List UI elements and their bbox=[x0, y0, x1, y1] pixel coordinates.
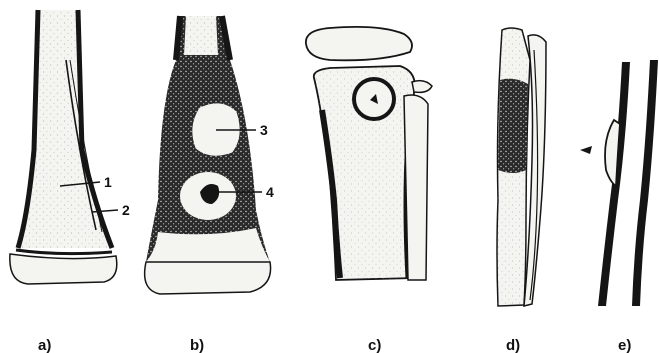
panel-b-epiphysis bbox=[145, 262, 271, 294]
callout-1-label: 1 bbox=[104, 174, 112, 190]
callout-2-label: 2 bbox=[122, 202, 130, 218]
callout-4-label: 4 bbox=[266, 184, 274, 200]
panel-b-label: b) bbox=[190, 337, 204, 353]
panel-d: d) bbox=[497, 28, 546, 353]
panel-a-label: a) bbox=[38, 337, 51, 353]
panel-e-arrow-mark bbox=[580, 146, 592, 154]
panel-e-label: e) bbox=[618, 337, 631, 353]
panel-a-growth-plate bbox=[16, 250, 112, 254]
panel-b: 3 4 b) bbox=[145, 16, 274, 353]
panel-c-label: c) bbox=[368, 337, 381, 353]
panel-d-label: d) bbox=[506, 337, 520, 353]
panel-a-epiphysis bbox=[10, 254, 117, 284]
panel-a: 1 2 a) bbox=[10, 10, 130, 353]
panel-c-carpal-bone bbox=[306, 27, 412, 60]
callout-3-label: 3 bbox=[260, 122, 268, 138]
panel-c: c) bbox=[306, 27, 432, 353]
panel-e: e) bbox=[580, 60, 658, 353]
panel-e-right-cortex bbox=[632, 60, 658, 306]
panel-d-sclerotic-zone bbox=[498, 79, 528, 173]
panel-c-adjacent-bone bbox=[404, 95, 428, 280]
